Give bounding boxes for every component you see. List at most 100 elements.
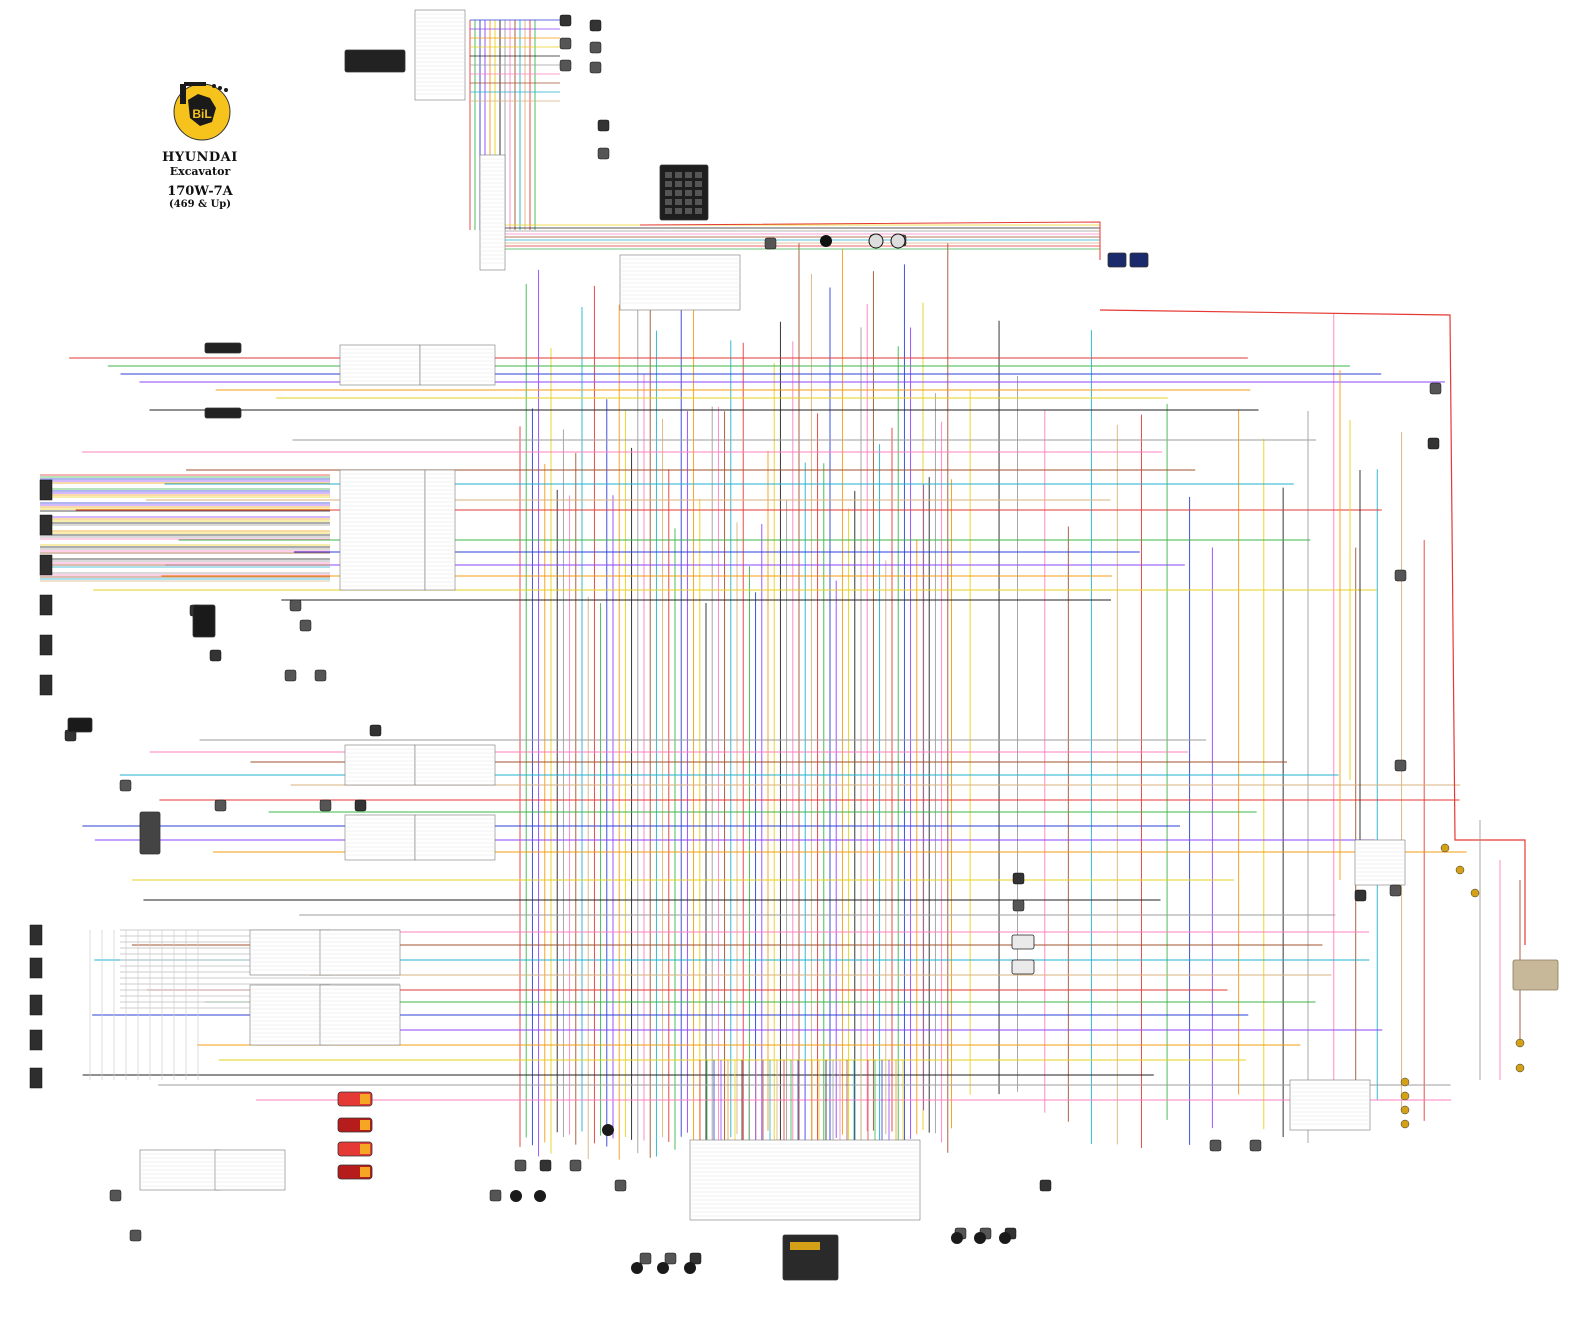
indicator-icon — [360, 1120, 370, 1130]
relay-icon — [764, 237, 777, 250]
relay-icon — [559, 37, 572, 50]
sensor-icon — [1440, 843, 1450, 853]
solenoid-icon — [974, 1232, 986, 1244]
fuse-icon — [675, 172, 682, 178]
sensor-icon — [1400, 1105, 1410, 1115]
horn-icon — [820, 235, 832, 247]
logo-text: BiL — [192, 107, 211, 121]
battery-icon — [1107, 252, 1127, 268]
solenoid-icon — [684, 1262, 696, 1274]
relay-icon — [314, 669, 327, 682]
relay-icon — [319, 799, 332, 812]
switch-icon — [39, 554, 53, 576]
relay-icon — [1039, 1179, 1052, 1192]
sensor-icon — [1470, 888, 1480, 898]
aircon-panel-icon — [344, 49, 406, 73]
solenoid-icon — [657, 1262, 669, 1274]
bil-logo-icon: BiL www.Bil.ir — [173, 82, 231, 141]
relay-icon — [1012, 872, 1025, 885]
relay-icon — [214, 799, 227, 812]
relay-icon — [589, 19, 602, 32]
fuse-icon — [675, 199, 682, 205]
switch-icon — [29, 924, 43, 946]
switch-icon — [29, 1029, 43, 1051]
brand-block: HYUNDAI Excavator 170W-7A (469 & Up) — [150, 150, 250, 210]
fuse-icon — [665, 199, 672, 205]
frame-connector-b — [319, 929, 401, 976]
pedal-icon — [139, 811, 161, 855]
relay-icon — [1394, 759, 1407, 772]
sensor-icon — [1400, 1091, 1410, 1101]
fuse-icon — [665, 172, 672, 178]
sensor-icon — [1515, 1063, 1525, 1073]
relay-icon — [299, 619, 312, 632]
rhside-connector-d — [414, 814, 496, 861]
relay-icon — [639, 1252, 652, 1265]
relay-icon — [614, 1179, 627, 1192]
frame-connector — [249, 929, 331, 976]
fuse-icon — [675, 181, 682, 187]
make-label: HYUNDAI — [162, 150, 238, 165]
relay-icon — [119, 779, 132, 792]
relay-icon — [1429, 382, 1442, 395]
solenoid-icon — [534, 1190, 546, 1202]
fuse-icon — [675, 208, 682, 214]
head-lamp-icon — [1011, 959, 1035, 975]
indicator-icon — [360, 1094, 370, 1104]
front-engine-connector — [1354, 839, 1406, 886]
work-lamp-icon — [868, 233, 884, 249]
clock-icon — [204, 407, 242, 419]
relay-icon — [597, 119, 610, 132]
fuse-icon — [665, 190, 672, 196]
switch-icon — [29, 957, 43, 979]
relay-icon — [209, 649, 222, 662]
rhside-connector-c — [344, 814, 416, 861]
fuse-icon — [665, 208, 672, 214]
relay-icon — [1354, 889, 1367, 902]
switch-icon — [29, 994, 43, 1016]
relay-icon — [664, 1252, 677, 1265]
relay-icon — [369, 724, 382, 737]
fuse-box-icon — [659, 164, 709, 221]
logo-url: www.Bil.ir — [193, 124, 211, 129]
sensor-icon — [1455, 865, 1465, 875]
relay-icon — [289, 599, 302, 612]
control-unit-icon — [192, 604, 216, 638]
serial-label: (469 & Up) — [168, 199, 232, 210]
relay-icon — [129, 1229, 142, 1242]
relay-icon — [589, 41, 602, 54]
fuse-box-connector — [619, 254, 741, 311]
indicator-icon — [360, 1144, 370, 1154]
relay-icon — [354, 799, 367, 812]
power-wire — [1099, 309, 1526, 945]
cpu-icon — [782, 1234, 839, 1281]
relay-icon — [1394, 569, 1407, 582]
relay-icon — [514, 1159, 527, 1172]
relay-icon — [109, 1189, 122, 1202]
head-lamp-icon — [1011, 934, 1035, 950]
frame-connector-d — [319, 984, 401, 1046]
relay-icon — [559, 14, 572, 27]
switch-icon — [39, 634, 53, 656]
indicator-icon — [360, 1167, 370, 1177]
sensor-icon — [1515, 1038, 1525, 1048]
sensor-icon — [1400, 1119, 1410, 1129]
radio-icon — [204, 342, 242, 354]
relay-icon — [539, 1159, 552, 1172]
switch-icon — [39, 594, 53, 616]
fuse-icon — [665, 181, 672, 187]
switch-icon — [29, 1067, 43, 1089]
fuse-icon — [685, 208, 692, 214]
fuse-icon — [685, 190, 692, 196]
power-wire — [639, 221, 1101, 260]
fuse-icon — [695, 208, 702, 214]
fuse-icon — [685, 181, 692, 187]
solenoid-icon — [631, 1262, 643, 1274]
fuse-icon — [695, 190, 702, 196]
relay-icon — [569, 1159, 582, 1172]
cpu-label-icon — [790, 1242, 820, 1250]
pump-connector — [1289, 1079, 1371, 1131]
switch-icon — [39, 479, 53, 501]
